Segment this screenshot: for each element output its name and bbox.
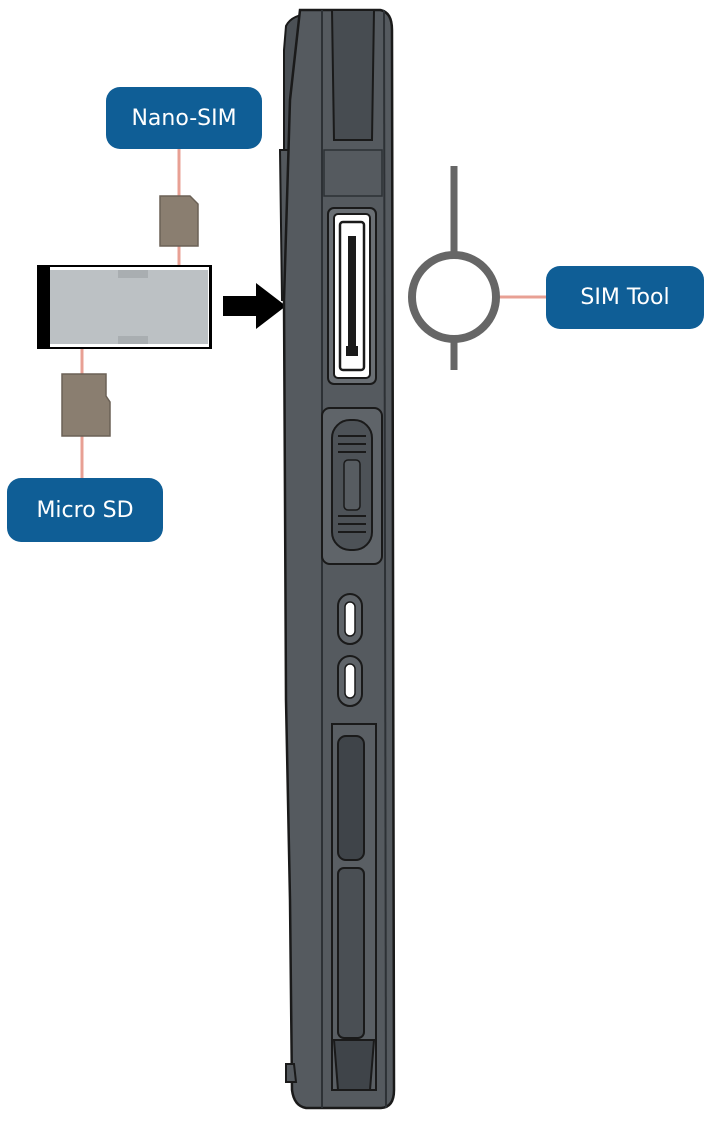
sim-eject-tool-icon xyxy=(408,166,500,370)
sim-tool-label: SIM Tool xyxy=(546,266,704,329)
arrow-right-icon xyxy=(223,283,286,329)
sim-tray xyxy=(37,265,212,349)
bottom-side-key xyxy=(331,723,377,1091)
nano-sim-card-icon xyxy=(159,195,199,247)
side-button-1 xyxy=(337,593,363,645)
micro-sd-label: Micro SD xyxy=(7,478,163,542)
connector-lines xyxy=(80,148,547,479)
micro-sd-card-icon xyxy=(61,373,111,437)
nano-sim-label: Nano-SIM xyxy=(106,87,262,149)
card-slot xyxy=(327,207,377,385)
volume-rocker xyxy=(321,407,383,565)
side-button-2 xyxy=(337,655,363,707)
device-side-view xyxy=(278,8,396,1110)
